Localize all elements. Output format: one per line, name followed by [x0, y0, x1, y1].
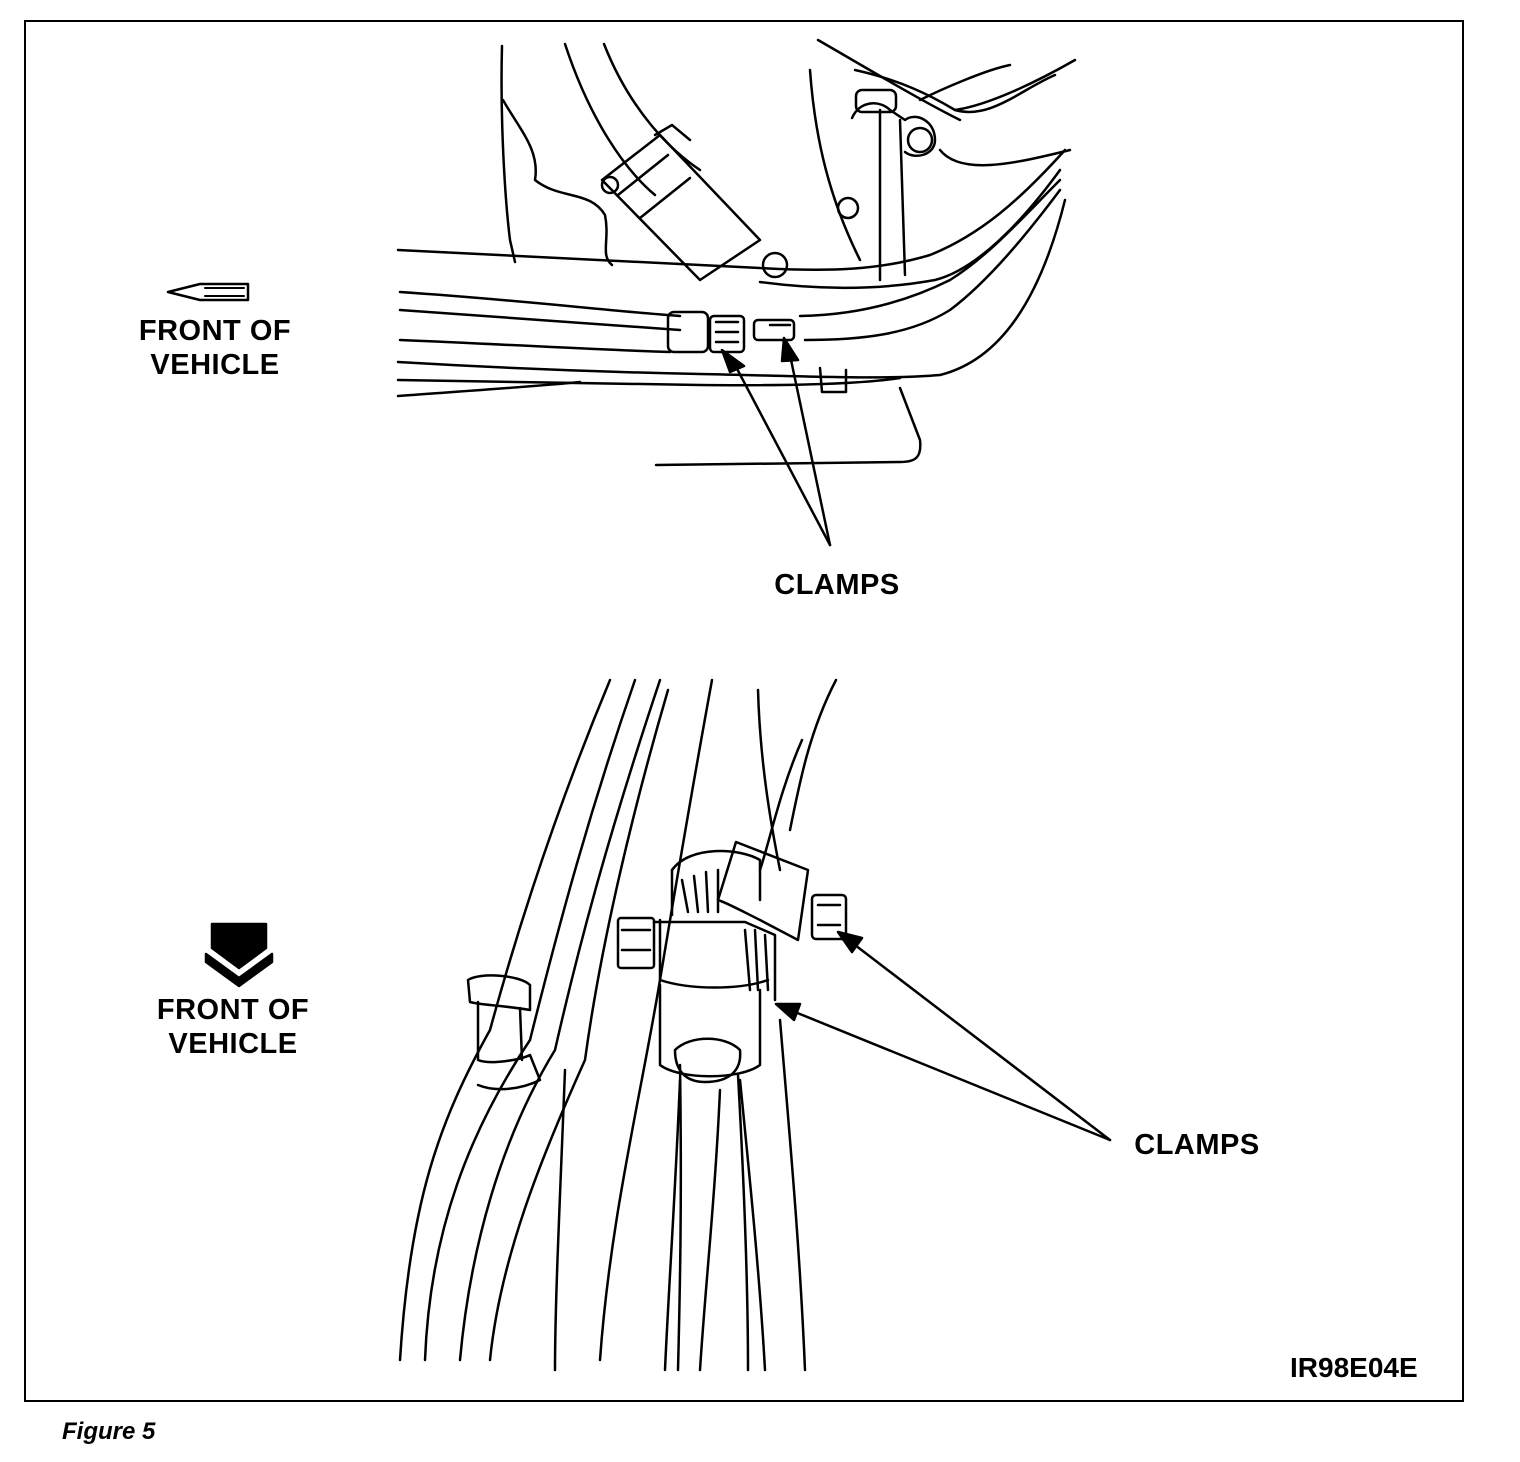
bottom-view-drawing: [398, 678, 1112, 1372]
clamps-callout-top: CLAMPS: [774, 569, 900, 601]
top-view-drawing: [396, 38, 1077, 547]
front-of-vehicle-label-top: FRONT OF VEHICLE: [120, 314, 310, 382]
vehicle-label-line2: VEHICLE: [168, 1028, 298, 1060]
arrow-left-icon: [166, 282, 250, 302]
figure-frame: [24, 20, 1464, 1402]
illustration-code: IR98E04E: [1290, 1352, 1418, 1383]
figure-caption: Figure 5: [62, 1418, 156, 1445]
clamps-callout-bottom: CLAMPS: [1134, 1129, 1260, 1161]
front-of-label-line1: FRONT OF: [156, 994, 310, 1026]
arrow-down-icon: [204, 922, 274, 988]
vehicle-label-line2: VEHICLE: [150, 349, 280, 381]
front-of-vehicle-label-bottom: FRONT OF VEHICLE: [138, 993, 328, 1061]
front-of-label-line1: FRONT OF: [138, 315, 292, 347]
